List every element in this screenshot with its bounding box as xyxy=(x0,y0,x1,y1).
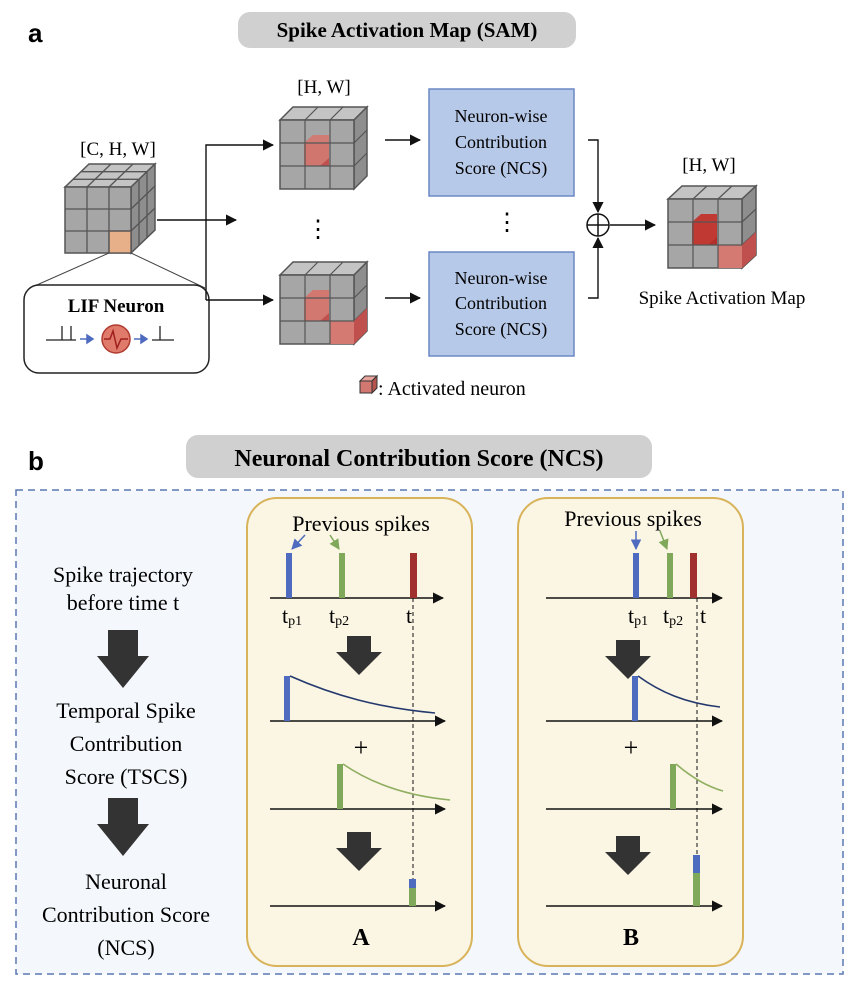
step-ncs-line2: Contribution Score xyxy=(42,902,210,927)
step-tscs-line3: Score (TSCS) xyxy=(65,764,188,789)
panel-b-title: Neuronal Contribution Score (NCS) xyxy=(234,446,603,472)
case-b-panel: Previous spikes tp1 tp2 t + B xyxy=(517,497,744,967)
step-spike-trajectory-line2: before time t xyxy=(67,590,179,615)
flow-arrow-icon xyxy=(134,333,149,345)
case-b-spike-tp1 xyxy=(633,553,639,598)
case-b-tscs-decay-p1 xyxy=(637,675,721,708)
case-b-tscs-decay-p2 xyxy=(675,763,724,792)
neuron-soma-icon xyxy=(101,324,131,354)
svg-text:Neuron-wise: Neuron-wise xyxy=(455,106,548,126)
case-b-tp2-label: tp2 xyxy=(663,603,683,629)
vdots-ncs: ⋮ xyxy=(495,210,519,236)
case-b-plus: + xyxy=(624,733,639,762)
input-dims-label: [C, H, W] xyxy=(80,139,156,160)
case-a-t-label: t xyxy=(406,603,412,628)
svg-text:Contribution: Contribution xyxy=(455,293,547,313)
step-tscs-line2: Contribution xyxy=(70,731,182,756)
case-a-tscs-decay-p2 xyxy=(342,763,451,801)
panel-a-letter: a xyxy=(28,18,43,48)
step-ncs-line3: (NCS) xyxy=(97,935,154,960)
map-dims-label: [H, W] xyxy=(297,77,350,98)
spike-activation-map-output xyxy=(666,184,758,270)
activated-neuron-legend-icon xyxy=(358,374,379,395)
panel-b-title-pill xyxy=(186,435,652,478)
step-tscs-line1: Temporal Spike xyxy=(56,698,196,723)
case-a-ncs-green xyxy=(409,888,416,906)
case-a-label: A xyxy=(352,925,370,951)
svg-text:Score (NCS): Score (NCS) xyxy=(455,158,548,179)
down-arrow-icon xyxy=(605,640,651,679)
case-b-header: Previous spikes xyxy=(564,506,702,531)
ncs-box-bottom: Neuron-wise Contribution Score (NCS) xyxy=(428,251,575,357)
input-feature-cube xyxy=(63,162,157,255)
spike-activation-map-label: Spike Activation Map xyxy=(639,288,806,309)
case-b-ncs-green xyxy=(693,873,700,906)
case-a-plus: + xyxy=(354,733,369,762)
svg-text:Neuron-wise: Neuron-wise xyxy=(455,268,548,288)
legend-label: : Activated neuron xyxy=(378,378,526,400)
panel-b-letter: b xyxy=(28,446,44,476)
panel-a-title: Spike Activation Map (SAM) xyxy=(277,18,538,42)
case-a-spike-t xyxy=(410,553,417,598)
case-a-tp2-label: tp2 xyxy=(329,603,349,629)
case-a-panel: Previous spikes tp1 tp2 t + A xyxy=(246,497,473,967)
case-b-label: B xyxy=(623,925,639,951)
case-a-ncs-blue xyxy=(409,879,416,888)
down-arrow-icon xyxy=(336,636,382,675)
lif-neuron-label: LIF Neuron xyxy=(68,296,165,317)
ncs-box-top: Neuron-wise Contribution Score (NCS) xyxy=(428,88,575,197)
input-spike-train xyxy=(46,326,76,341)
down-arrow-icon xyxy=(97,798,149,856)
case-b-tp1-label: tp1 xyxy=(628,603,648,629)
sum-operator-icon xyxy=(586,213,610,237)
spike-map-top xyxy=(278,105,369,191)
down-arrow-icon xyxy=(336,832,382,871)
case-b-t-label: t xyxy=(700,603,706,628)
case-a-tscs-decay-p1 xyxy=(289,675,436,714)
step-spike-trajectory-line1: Spike trajectory xyxy=(53,562,193,587)
case-a-spike-tp1 xyxy=(286,553,292,598)
step-ncs-line1: Neuronal xyxy=(85,869,167,894)
case-b-spike-t xyxy=(690,553,697,598)
output-dims-label: [H, W] xyxy=(682,155,735,176)
vdots-maps: ⋮ xyxy=(306,217,330,243)
case-a-header: Previous spikes xyxy=(292,511,430,536)
lif-neuron-box: LIF Neuron xyxy=(23,284,210,374)
panel-a-title-pill xyxy=(238,12,576,48)
down-arrow-icon xyxy=(97,630,149,688)
case-b-ncs-blue xyxy=(693,855,700,873)
case-a-spike-tp2 xyxy=(339,553,345,598)
svg-text:Score (NCS): Score (NCS) xyxy=(455,319,548,340)
output-spike-train xyxy=(152,326,174,341)
down-arrow-icon xyxy=(605,836,651,875)
case-a-tp1-label: tp1 xyxy=(282,603,302,629)
flow-arrow-icon xyxy=(80,333,95,345)
case-b-spike-tp2 xyxy=(667,553,673,598)
svg-text:Contribution: Contribution xyxy=(455,132,547,152)
spike-map-bottom xyxy=(278,260,369,346)
